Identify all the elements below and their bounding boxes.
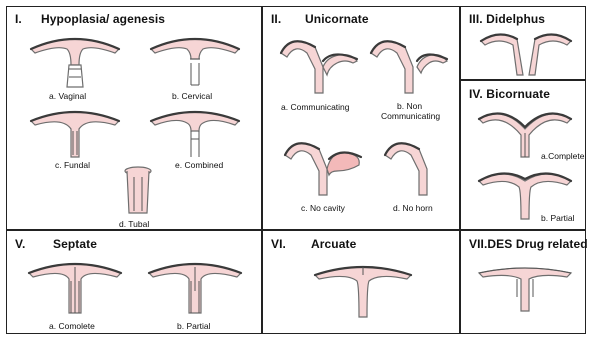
panel-title: Arcuate [311, 237, 356, 251]
caption: a. Vaginal [49, 91, 86, 101]
panel-unicornate: II. Unicornate a. Communicating b. Non C… [262, 6, 460, 230]
panel-des-drug-related: VII.DES Drug related [460, 230, 586, 334]
uterus-cervical-agenesis-figure [147, 31, 243, 91]
unicornate-non-communicating-figure [367, 31, 451, 95]
caption: b. Partial [177, 321, 211, 331]
uterus-tubal-agenesis-figure [123, 165, 153, 217]
panel-title: IV. Bicornuate [469, 87, 550, 101]
uterus-didelphus-figure [479, 27, 573, 77]
caption: c. Fundal [55, 160, 90, 170]
caption: b. Non [397, 101, 422, 111]
caption: a. Communicating [281, 102, 350, 112]
uterus-septate-partial-figure [147, 257, 243, 315]
panel-septate: V. Septate a. Comolete b. Partial [6, 230, 262, 334]
caption: e. Combined [175, 160, 223, 170]
caption: Communicating [381, 111, 440, 121]
panel-title: Hypoplasia/ agenesis [41, 12, 165, 26]
caption: a.Complete [541, 151, 584, 161]
panel-didelphus: III. Didelphus [460, 6, 586, 80]
caption: b. Cervical [172, 91, 212, 101]
panel-arcuate: VI. Arcuate [262, 230, 460, 334]
uterus-des-figure [477, 257, 573, 313]
panel-title: Unicornate [305, 12, 369, 26]
caption: a. Comolete [49, 321, 95, 331]
unicornate-no-horn-figure [381, 133, 441, 197]
uterus-arcuate-figure [313, 259, 413, 319]
caption: d. Tubal [119, 219, 149, 229]
panel-title: VII.DES Drug related [469, 237, 588, 251]
panel-title: III. Didelphus [469, 12, 545, 26]
panel-number: VI. [271, 237, 286, 251]
unicornate-no-cavity-figure [281, 133, 365, 197]
unicornate-communicating-figure [277, 31, 361, 95]
uterus-fundal-agenesis-figure [27, 105, 123, 161]
panel-bicornuate: IV. Bicornuate a.Complete b. Partial [460, 80, 586, 230]
panel-number: V. [15, 237, 25, 251]
panel-number: II. [271, 12, 281, 26]
uterus-vaginal-agenesis-figure [27, 31, 123, 91]
caption: d. No horn [393, 203, 433, 213]
uterus-combined-agenesis-figure [147, 105, 243, 161]
uterus-septate-complete-figure [27, 257, 123, 315]
panel-title: Septate [53, 237, 97, 251]
panel-number: I. [15, 12, 22, 26]
panel-hypoplasia-agenesis: I. Hypoplasia/ agenesis a. Vaginal b. Ce… [6, 6, 262, 230]
caption: b. Partial [541, 213, 575, 223]
caption: c. No cavity [301, 203, 345, 213]
